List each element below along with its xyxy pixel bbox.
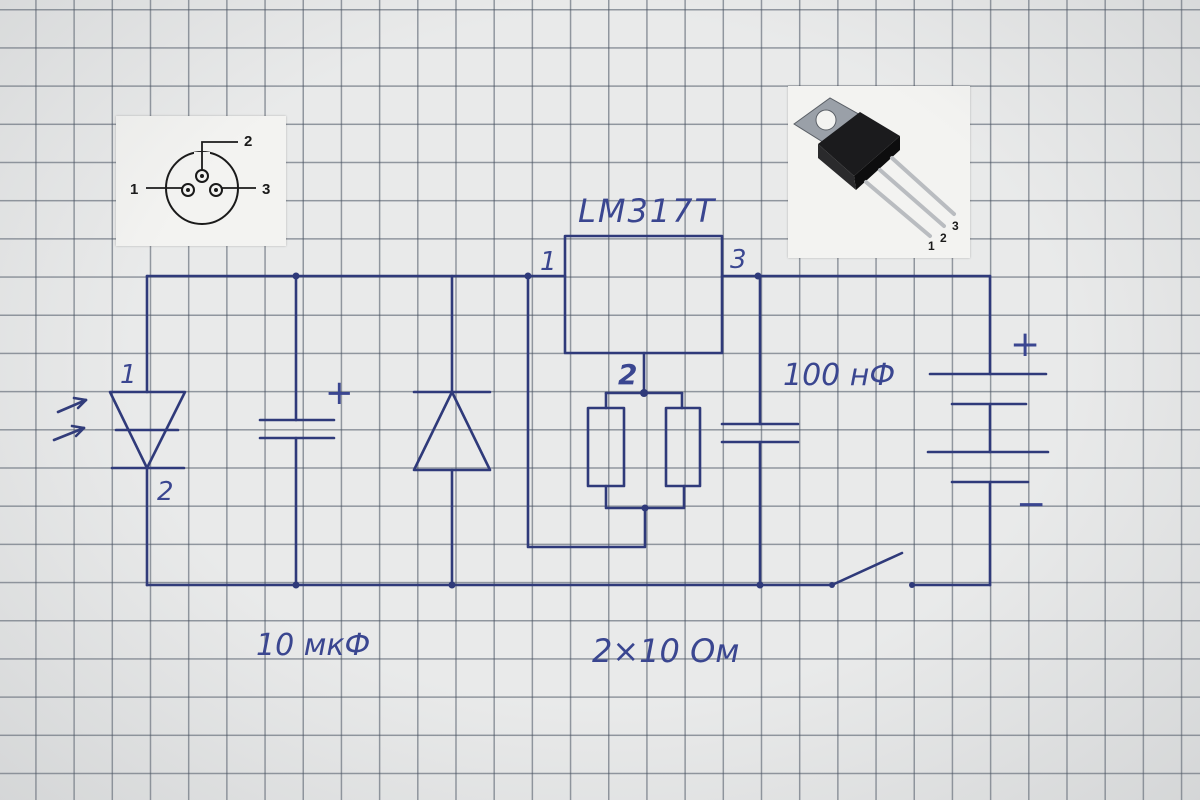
light-arrow-1 bbox=[56, 398, 88, 414]
c2-value-label: 100 нФ bbox=[783, 358, 895, 393]
diode bbox=[412, 274, 492, 589]
pinout-card: 1 2 3 bbox=[116, 116, 286, 246]
pinout-pin1: 1 bbox=[130, 181, 138, 198]
resistors-value-label: 2×10 Ом bbox=[592, 632, 739, 670]
package-card: 1 2 3 bbox=[788, 86, 970, 258]
led-pin2-label: 2 bbox=[157, 477, 174, 507]
ic-pin2-label: 2 bbox=[618, 358, 637, 391]
package-pin3: 3 bbox=[952, 219, 959, 233]
battery bbox=[926, 274, 1050, 587]
adjust-resistor-network bbox=[526, 274, 702, 549]
c1-value-label: 10 мкФ bbox=[256, 628, 370, 663]
package-pin2: 2 bbox=[940, 231, 947, 245]
pinout-pin3: 3 bbox=[262, 181, 270, 198]
regulator-lm317t bbox=[524, 234, 762, 355]
battery-minus-label: − bbox=[1016, 484, 1046, 525]
package-pin1: 1 bbox=[928, 239, 935, 253]
capacitor-100nf bbox=[720, 274, 800, 589]
light-arrow-2 bbox=[52, 426, 86, 442]
pinout-pin2: 2 bbox=[244, 133, 252, 150]
ic-pin1-label: 1 bbox=[540, 247, 557, 277]
battery-plus-label: + bbox=[1010, 324, 1040, 365]
ic-pin3-label: 3 bbox=[730, 245, 747, 275]
led-pin1-label: 1 bbox=[120, 360, 137, 390]
resistor-2 bbox=[664, 406, 702, 488]
ic-name-label: LM317T bbox=[578, 192, 717, 230]
capacitor-10uf bbox=[258, 272, 336, 589]
c1-plus-label: + bbox=[325, 373, 354, 413]
resistor-1 bbox=[586, 406, 626, 488]
photodiode bbox=[52, 274, 187, 587]
switch bbox=[829, 551, 915, 588]
